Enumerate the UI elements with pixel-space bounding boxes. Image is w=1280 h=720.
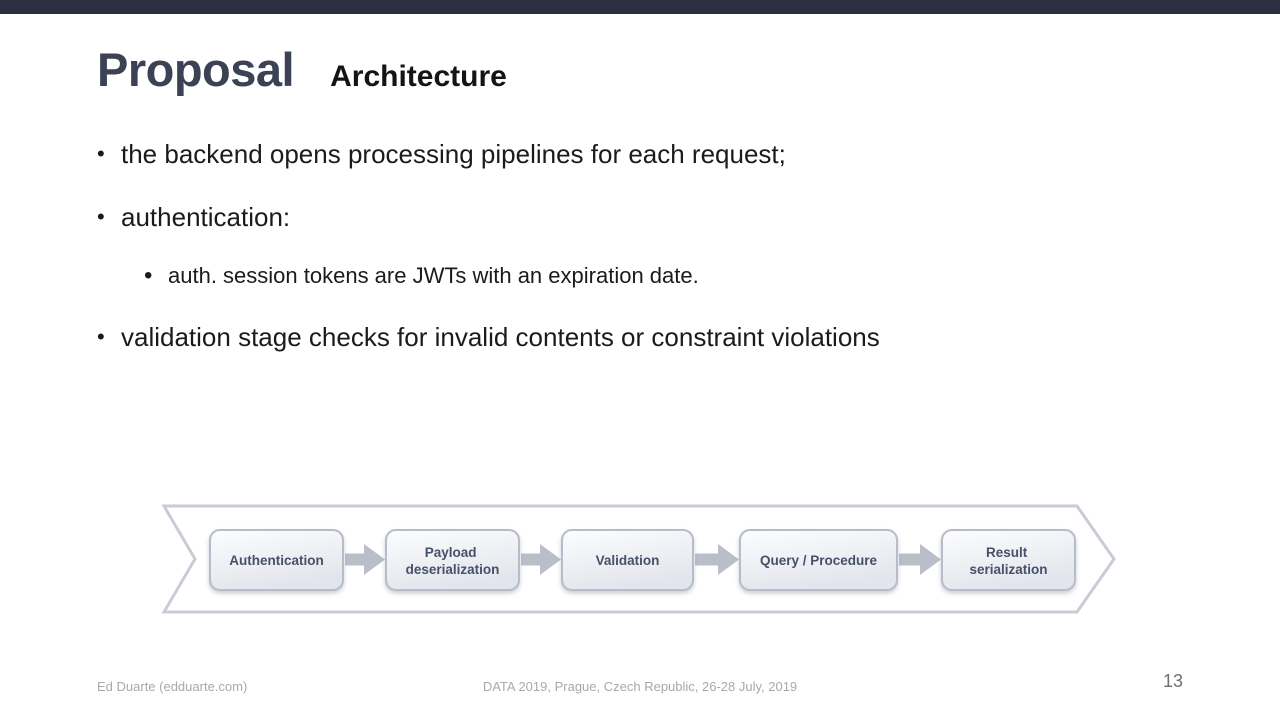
bullet-text: validation stage checks for invalid cont…	[121, 322, 880, 352]
bullet-item: • authentication:	[97, 200, 290, 234]
stage-label: Authentication	[229, 553, 324, 568]
stage-box-query-procedure	[739, 529, 898, 591]
bullet-dot: •	[97, 141, 105, 166]
page-subtitle: Architecture	[330, 60, 507, 93]
stage-box-result-serialization	[941, 529, 1076, 591]
stage-box-payload-deserialization	[385, 529, 520, 591]
bullet-text: the backend opens processing pipelines f…	[121, 139, 786, 169]
flow-arrow	[695, 544, 739, 575]
footer-author: Ed Duarte (edduarte.com)	[97, 679, 248, 694]
top-accent-bar	[0, 0, 1280, 14]
bullet-item: • validation stage checks for invalid co…	[97, 320, 880, 354]
flow-arrow	[899, 544, 941, 575]
bullet-text: authentication:	[121, 202, 291, 232]
page-number: 13	[1162, 671, 1183, 691]
stage-label: Validation	[596, 553, 660, 568]
title-row: Proposal Architecture	[97, 42, 507, 97]
bullet-text: auth. session tokens are JWTs with an ex…	[168, 263, 699, 288]
bullet-dot: •	[144, 262, 153, 289]
stage-box-validation	[561, 529, 694, 591]
bullet-dot: •	[97, 204, 105, 229]
flow-arrow	[345, 544, 385, 575]
stage-label: Query / Procedure	[760, 553, 878, 568]
page-title: Proposal	[97, 43, 295, 96]
flow-arrow	[521, 544, 561, 575]
bullet-dot: •	[97, 324, 105, 349]
stage-label: Result serialization	[969, 545, 1047, 577]
pipeline-diagram: Authentication Payload deserialization V…	[161, 504, 1116, 614]
sub-bullet-item: • auth. session tokens are JWTs with an …	[144, 261, 699, 290]
bullet-item: • the backend opens processing pipelines…	[97, 137, 786, 171]
stage-label: Payload deserialization	[406, 545, 500, 577]
stage-box-authentication	[209, 529, 344, 591]
